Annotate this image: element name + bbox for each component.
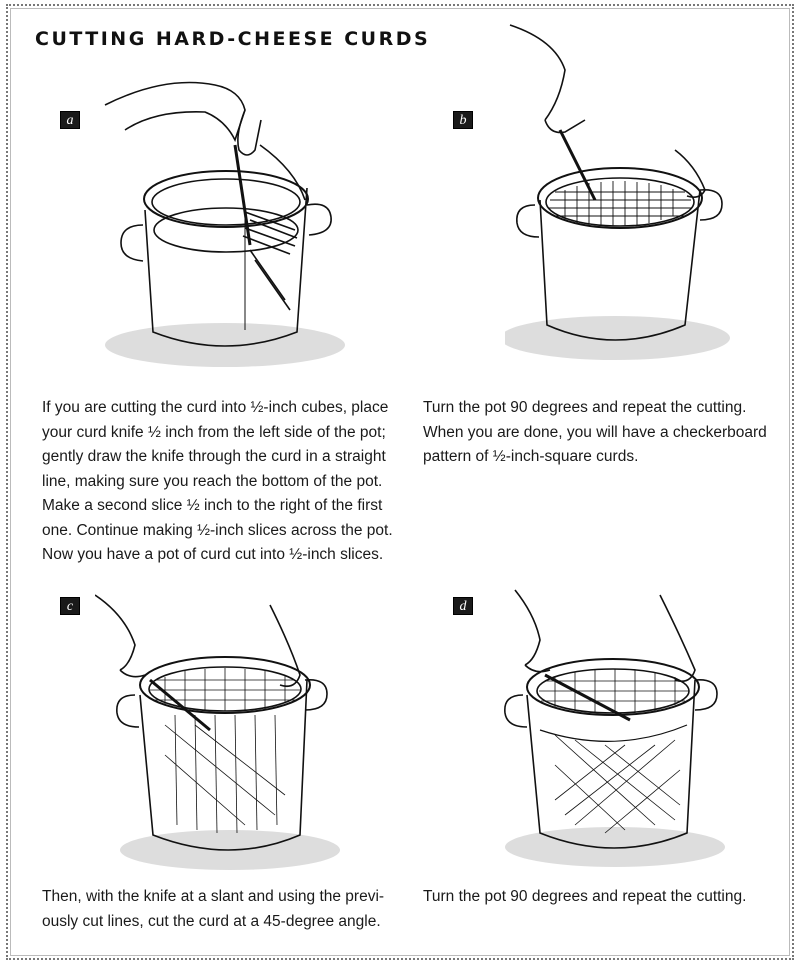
illustration-step-c [95,585,340,870]
illustration-step-d [495,585,725,867]
step-label-b: b [453,111,473,129]
step-caption-c: Then, with the knife at a slant and usin… [42,888,385,930]
illustration-step-b [505,20,730,360]
page-border-inner [10,8,790,956]
step-caption-a: If you are cutting the curd into ½-inch … [42,399,393,563]
step-caption-b: Turn the pot 90 degrees and repeat the c… [423,399,767,465]
step-caption-d: Turn the pot 90 degrees and repeat the c… [423,888,747,905]
step-label-a: a [60,111,80,129]
step-label-c: c [60,597,80,615]
page-border [6,4,794,960]
illustration-step-a [85,60,345,367]
page-title: CUTTING HARD-CHEESE CURDS [35,28,431,50]
step-label-d: d [453,597,473,615]
